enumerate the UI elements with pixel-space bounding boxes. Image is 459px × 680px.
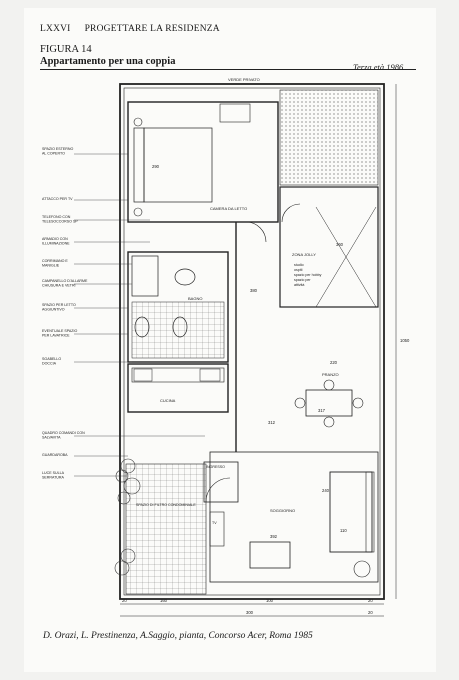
armchair [249, 541, 291, 569]
shower-tray [131, 255, 159, 297]
dimension-labels: 20 160 100 20 300 20 1050 290 380 360 31… [122, 164, 410, 615]
sofa [329, 471, 373, 553]
room-jolly: ZONA JOLLY [292, 252, 316, 257]
room-bathroom: BAGNO [188, 296, 202, 301]
bathroom-grid [131, 301, 225, 359]
dim-392: 392 [270, 534, 278, 539]
bedroom-wall [127, 101, 279, 223]
bedside-lamp [133, 117, 143, 127]
room-dining: PRANZO [322, 372, 339, 377]
dim-20-right: 20 [368, 598, 373, 603]
label-guardaroba: GUARDAROBA [42, 453, 68, 457]
room-bedroom: CAMERA DA LETTO [210, 206, 247, 211]
dim-317: 317 [318, 408, 326, 413]
room-landing: SPAZIO DI FILTRO CONDOMINIALE [136, 503, 196, 507]
jolly-diagonal-2 [315, 206, 377, 308]
title-rule [40, 69, 416, 70]
figure-title: Appartamento per una coppia [40, 56, 176, 67]
jolly-note-3: spazio per hobby [294, 273, 322, 277]
jolly-door-swing [281, 203, 301, 223]
sofa-back [365, 471, 375, 553]
toilet [134, 316, 150, 338]
running-header: LXXVI PROGETTARE LA RESIDENZA [40, 24, 220, 34]
room-garden: VERDE PRIVATO [228, 77, 260, 82]
dim-240: 240 [322, 488, 330, 493]
dim-220: 220 [330, 360, 338, 365]
dim-160: 160 [160, 598, 168, 603]
inner-outline [123, 87, 381, 596]
kitchen-wall [127, 363, 229, 413]
kitchen-counter [131, 367, 225, 383]
figure-caption: D. Orazi, L. Prestinenza, A.Saggio, pian… [43, 631, 313, 641]
sink [199, 368, 221, 382]
dim-20-bottom: 20 [368, 610, 373, 615]
dim-380: 380 [250, 288, 258, 293]
chair-2 [352, 397, 364, 409]
outer-wall [119, 83, 385, 600]
wardrobe [219, 103, 251, 123]
garden-hatch [279, 89, 379, 186]
room-entrance: INGRESSO [206, 465, 225, 469]
room-tv: TV [212, 521, 217, 525]
room-labels: VERDE PRIVATO CAMERA DA LETTO ZONA JOLLY… [136, 77, 339, 525]
jolly-note-4: spazio per [294, 278, 311, 282]
jolly-note-2: ospiti [294, 268, 303, 272]
label-tv: ATTACCO PER TV [42, 197, 73, 201]
dim-100: 100 [266, 598, 274, 603]
dim-360: 360 [336, 242, 344, 247]
jolly-room [279, 186, 379, 308]
dim-312: 312 [268, 420, 276, 425]
tv-cabinet [209, 511, 225, 547]
room-kitchen: CUCINA [160, 398, 176, 403]
jolly-note-5: attività [294, 283, 304, 287]
room-living: SOGGIORNO [270, 508, 295, 513]
bedroom-door-swing [245, 221, 267, 243]
dim-300: 300 [246, 610, 254, 615]
bathroom-wall [127, 251, 229, 363]
jolly-note-1: studio [294, 263, 304, 267]
dim-20-left: 20 [122, 598, 127, 603]
plant [353, 560, 371, 578]
bedside-lamp-2 [133, 207, 143, 217]
landing [125, 463, 207, 595]
page-number: LXXVI [40, 24, 71, 34]
stove [133, 368, 153, 382]
washbasin [174, 268, 196, 286]
figure-source: Terza età 1986 [353, 62, 404, 72]
bidet [172, 316, 188, 338]
dim-110: 110 [340, 528, 347, 533]
shrubs [114, 458, 141, 576]
dim-1050: 1050 [400, 338, 410, 343]
chair-1 [294, 397, 306, 409]
bed-headboard [133, 127, 145, 203]
leader-lines [74, 153, 205, 477]
figure-number: FIGURA 14 [40, 44, 92, 55]
dim-290: 290 [152, 164, 160, 169]
dining-table [305, 389, 353, 417]
chair-3 [323, 379, 335, 391]
living-wall [209, 451, 379, 583]
chair-4 [323, 416, 335, 428]
section-title: PROGETTARE LA RESIDENZA [84, 24, 220, 34]
